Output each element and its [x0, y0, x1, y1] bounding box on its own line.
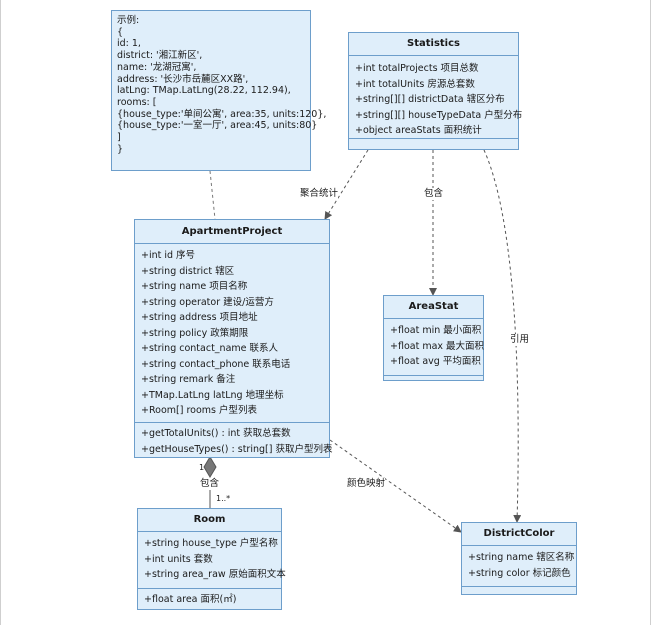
class-divider: [138, 531, 281, 532]
attribute-list: +float min 最小面积 +float max 最大面积 +float a…: [384, 319, 485, 375]
attribute: +string color 标记颜色: [468, 567, 571, 579]
note-line: id: 1,: [117, 38, 141, 50]
class-divider: [462, 545, 576, 546]
canvas-border-left: [0, 0, 1, 625]
operation-list: +float area 面积(㎡): [138, 589, 281, 608]
color-mapping-line: [329, 439, 462, 533]
attribute: +string district 辖区: [141, 265, 235, 277]
attribute: +string[][] districtData 辖区分布: [355, 94, 505, 105]
attribute: +string contact_name 联系人: [141, 343, 279, 354]
attribute: +string name 辖区名称: [468, 552, 575, 563]
note-line: {house_type:'单间公寓', area:35, units:120},: [117, 108, 327, 120]
attribute: +int totalUnits 房源总套数: [355, 78, 475, 90]
class-divider: [349, 55, 518, 56]
class-area-stat[interactable]: AreaStat +float min 最小面积 +float max 最大面积…: [383, 295, 484, 381]
attribute: +float min 最小面积: [390, 325, 482, 336]
note-line: }: [117, 143, 124, 155]
attribute-list: +string name 辖区名称 +string color 标记颜色: [462, 546, 576, 586]
attribute-list: +int id 序号 +string district 辖区 +string n…: [135, 244, 329, 422]
attribute: +string house_type 户型名称: [144, 538, 278, 549]
attribute: +string area_raw 原始面积文本: [144, 569, 286, 580]
attribute: +int id 序号: [141, 250, 196, 261]
note-anchor-line: [209, 170, 216, 220]
note-line: district: '湘江新区',: [117, 50, 203, 62]
attribute: +Room[] rooms 户型列表: [141, 405, 257, 416]
note-line: rooms: [: [117, 96, 157, 108]
note-line: address: '长沙市岳麓区XX路',: [117, 73, 249, 85]
class-divider: [135, 243, 329, 244]
attribute: +string name 项目名称: [141, 281, 248, 292]
note-line: {house_type:'一室一厅', area:45, units:80}: [117, 120, 318, 132]
operation: +getHouseTypes() : string[] 获取户型列表: [141, 443, 333, 455]
note-line: name: '龙湖冠寓',: [117, 61, 197, 73]
class-title: DistrictColor: [483, 528, 555, 539]
class-divider: [384, 375, 483, 376]
class-statistics[interactable]: Statistics +int totalProjects 项目总数 +int …: [348, 32, 523, 150]
class-apartment-project[interactable]: ApartmentProject +int id 序号 +string dist…: [134, 219, 333, 458]
note-line: 示例:: [117, 15, 140, 26]
class-divider: [462, 586, 576, 587]
attribute: +float avg 平均面积: [390, 356, 481, 367]
class-district-color[interactable]: DistrictColor +string name 辖区名称 +string …: [461, 522, 577, 595]
class-title: ApartmentProject: [181, 226, 283, 237]
color-mapping-label: 颜色映射: [347, 478, 386, 490]
class-divider: [135, 422, 329, 423]
attribute: +string address 项目地址: [141, 312, 258, 323]
class-divider: [138, 588, 281, 589]
attribute: +float max 最大面积: [390, 340, 485, 352]
note-line: ]: [117, 132, 121, 144]
aggregate-stats-label: 聚合统计: [300, 188, 339, 200]
contains-areastat-label: 包含: [424, 188, 444, 200]
class-title: Room: [193, 514, 226, 525]
reference-line: [483, 149, 522, 523]
class-title: AreaStat: [408, 301, 459, 312]
attribute-list: +int totalProjects 项目总数 +int totalUnits …: [349, 56, 523, 138]
operation-list: +getTotalUnits() : int 获取总套数 +getHouseTy…: [135, 423, 333, 457]
attribute: +object areaStats 面积统计: [355, 125, 482, 136]
class-divider: [384, 318, 483, 319]
attribute: +int totalProjects 项目总数: [355, 63, 479, 74]
attribute: +string operator 建设/运营方: [141, 296, 274, 308]
operation: +float area 面积(㎡): [144, 594, 237, 605]
attribute: +int units 套数: [144, 553, 213, 565]
note-line: latLng: TMap.LatLng(28.22, 112.94),: [117, 85, 291, 97]
operation: +getTotalUnits() : int 获取总套数: [141, 428, 291, 439]
multiplicity-one: 1: [199, 463, 205, 472]
class-divider: [349, 138, 518, 139]
example-note: 示例: { id: 1, district: '湘江新区', name: '龙湖…: [111, 10, 327, 171]
attribute: +string contact_phone 联系电话: [141, 358, 291, 370]
reference-label: 引用: [510, 334, 530, 346]
contains-room-label: 包含: [200, 478, 220, 490]
multiplicity-many: 1..*: [216, 494, 231, 503]
attribute: +TMap.LatLng latLng 地理坐标: [141, 389, 284, 401]
attribute-list: +string house_type 户型名称 +int units 套数 +s…: [138, 532, 286, 588]
composition-diamond: [203, 456, 217, 478]
class-title: Statistics: [407, 38, 460, 49]
aggregate-stats-line: [324, 149, 369, 220]
class-room[interactable]: Room +string house_type 户型名称 +int units …: [137, 508, 286, 610]
attribute: +string remark 备注: [141, 374, 236, 385]
attribute: +string policy 政策期限: [141, 327, 249, 339]
note-line: {: [117, 26, 124, 38]
attribute: +string[][] houseTypeData 户型分布: [355, 109, 523, 121]
